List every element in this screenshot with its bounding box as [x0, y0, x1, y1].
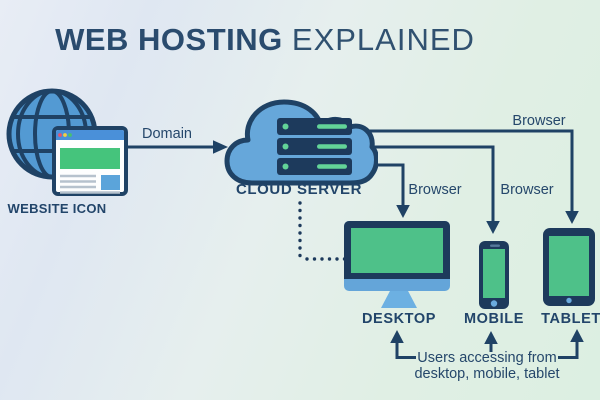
page-banner — [60, 148, 120, 169]
phone-speaker — [490, 244, 500, 247]
note-arrow-right-line — [558, 341, 579, 359]
smartphone-icon — [479, 241, 509, 309]
note-arrow-left-line — [395, 342, 416, 359]
phone-screen — [483, 249, 505, 298]
cloud-server-label: CLOUD SERVER — [235, 181, 363, 198]
window-dot-yellow — [63, 133, 67, 137]
users-note-line2: desktop, mobile, tablet — [414, 366, 560, 382]
dotted-link — [298, 201, 349, 261]
page-thumbnail — [101, 175, 120, 190]
rack-bar — [317, 144, 347, 149]
note-arrowhead-right — [570, 329, 584, 342]
rack-led — [282, 143, 289, 150]
server-racks — [277, 118, 352, 175]
note-arrowhead-left — [390, 330, 404, 343]
desktop-monitor-icon — [344, 221, 450, 308]
page-title-light: EXPLAINED — [291, 22, 475, 57]
window-dot-green — [68, 133, 72, 137]
note-arrowhead-middle — [484, 331, 498, 344]
monitor-screen — [351, 228, 443, 273]
page-title-bold: WEB HOSTING — [55, 22, 283, 57]
browser-line-mobile — [356, 145, 495, 222]
browser-label-mobile: Browser — [500, 182, 554, 198]
mobile-label: MOBILE — [464, 311, 524, 327]
tablet-icon — [543, 228, 595, 306]
rack-led — [282, 163, 289, 170]
monitor-stand — [381, 289, 417, 308]
window-dot-red — [58, 133, 62, 137]
phone-home-button — [490, 300, 498, 307]
domain-label: Domain — [142, 126, 192, 142]
browser-label-tablet: Browser — [512, 113, 566, 129]
domain-arrowhead — [213, 140, 228, 154]
mobile-arrowhead — [486, 221, 500, 234]
page-text-lines — [60, 174, 120, 194]
page-title: WEB HOSTING EXPLAINED — [55, 22, 475, 58]
website-icon-label: WEBSITE ICON — [7, 201, 107, 216]
tablet-home-button — [566, 297, 572, 304]
users-note-line1: Users accessing from — [417, 350, 557, 366]
tablet-label: TABLET — [541, 311, 600, 327]
rack-led — [282, 123, 289, 130]
users-note: Users accessing from desktop, mobile, ta… — [414, 350, 559, 382]
cloud-server-icon — [224, 99, 378, 186]
rack-bar — [317, 124, 347, 129]
globe-browser-icon — [6, 88, 128, 196]
desktop-arrowhead — [396, 205, 410, 218]
tablet-screen — [549, 236, 589, 296]
browser-window — [52, 126, 128, 196]
rack-bar — [317, 164, 347, 169]
browser-titlebar — [56, 130, 124, 140]
browser-label-desktop: Browser — [408, 182, 462, 198]
desktop-label: DESKTOP — [361, 311, 437, 327]
tablet-arrowhead — [565, 211, 579, 224]
browser-line-tablet — [356, 129, 574, 212]
